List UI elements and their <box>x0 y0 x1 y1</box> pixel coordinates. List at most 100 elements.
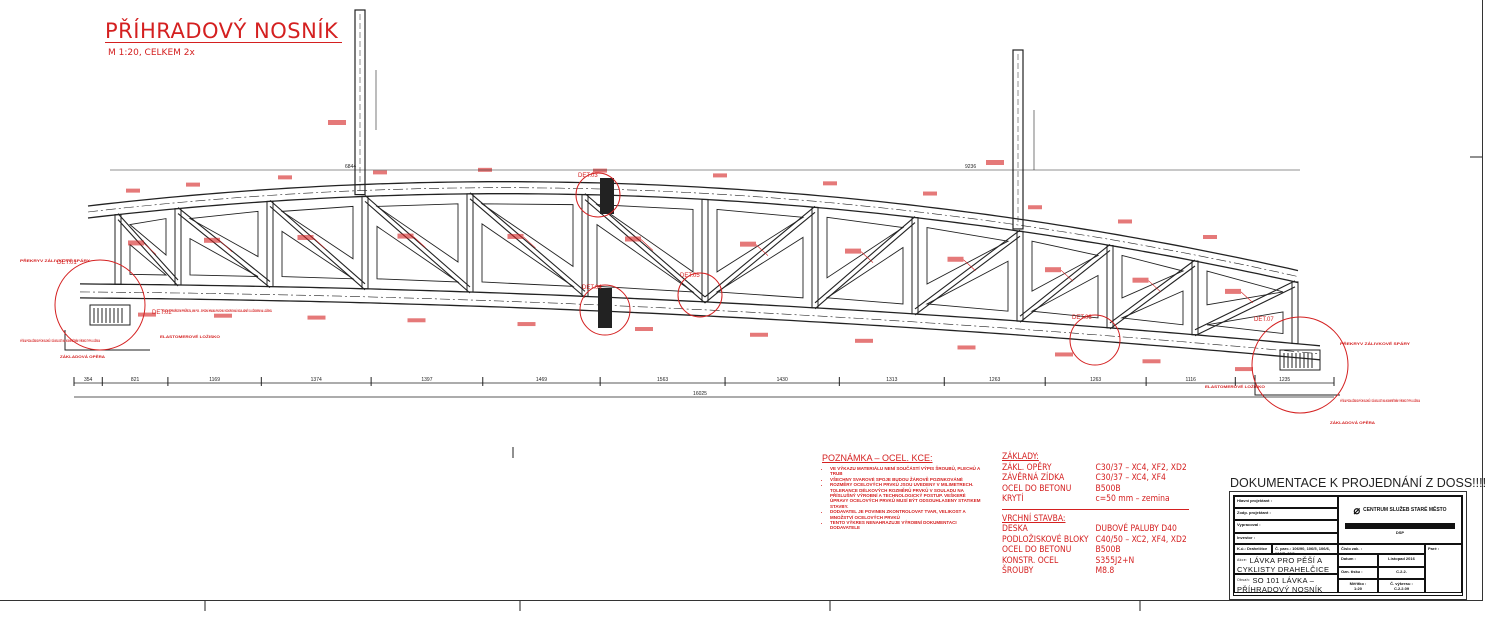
material-value: M8.8 <box>1095 566 1115 576</box>
company-logo: CENTRUM SLUŽEB STARÉ MĚSTO <box>1363 507 1447 513</box>
panel-outline <box>1031 240 1100 292</box>
dimension-value: 1116 <box>1186 377 1197 383</box>
leader-line <box>1240 291 1254 304</box>
dimension-value: 1263 <box>989 377 1000 383</box>
panel-outline <box>715 236 804 299</box>
logo-icon: ⌀ <box>1353 504 1361 517</box>
bottom-label <box>957 345 976 350</box>
node-label <box>593 168 607 173</box>
material-value: B500B <box>1095 545 1121 555</box>
panel-outline <box>716 208 805 273</box>
bearing-block <box>1279 349 1321 371</box>
right-joint-note: PŘEKRYV ZÁLIVKOVÉ SPÁRY <box>1340 341 1410 346</box>
dimension-value: 1263 <box>1090 377 1101 383</box>
member-label <box>845 248 861 254</box>
diagonal-member <box>1019 244 1111 317</box>
splice-plate <box>598 288 612 328</box>
copy-number: Paré : <box>1425 544 1462 593</box>
member-label <box>740 241 756 247</box>
material-value: C40/50 – XC2, XF4, XD2 <box>1095 534 1187 545</box>
node-label <box>373 170 387 175</box>
steel-notes: POZNÁMKA – OCEL. KCE: VE VÝKAZU MATERIÁL… <box>822 453 982 531</box>
bottom-label <box>307 315 326 320</box>
leader-line <box>523 236 536 249</box>
node-label <box>126 188 140 193</box>
panel-outline <box>481 222 575 287</box>
content-label: Obsah: <box>1237 578 1251 582</box>
detail-label: DET.02 <box>152 310 172 316</box>
panel-outline <box>128 218 167 256</box>
material-item: ŠROUBY <box>1002 566 1034 576</box>
top-chord-edge <box>87 181 1299 272</box>
job-number: Číslo zak. : <box>1338 544 1425 554</box>
divider <box>1002 508 1189 510</box>
panel-outline <box>480 203 574 268</box>
top-chord-axis <box>87 187 1299 277</box>
panel-outline <box>1030 274 1099 319</box>
scale-value: 1:20 <box>1353 586 1362 591</box>
dimension-value: 1430 <box>777 377 788 383</box>
upper-dimension: 6844 <box>345 164 356 170</box>
upper-dimension: 9236 <box>965 164 976 170</box>
material-item: OCEL DO BETONU <box>1002 483 1072 494</box>
action-name: LÁVKA PRO PĚŠÍ A CYKLISTY DRAHELČICE <box>1237 556 1330 574</box>
vertical-member <box>361 195 369 290</box>
detail-circle <box>677 272 723 318</box>
right-abutment-note: ZÁKLADOVÁ OPĚRA <box>1330 420 1375 425</box>
dimension-total: 16025 <box>693 391 707 397</box>
drawing-number-label: Č. výkresu : <box>1390 581 1413 586</box>
material-value: C30/37 – XC4, XF2, XD2 <box>1095 462 1187 473</box>
bottom-label <box>1235 367 1253 372</box>
lamp-mast <box>1012 49 1024 230</box>
note-item: DODAVATEL JE POVINEN ZKONTROLOVAT TVAR, … <box>830 509 982 520</box>
detail-circle <box>54 259 146 351</box>
diagonal-member <box>1194 286 1296 337</box>
diagonal-member <box>584 199 706 304</box>
note-item: VŠECHNY SVAROVÉ SPOJE BUDOU ŽÁROVĚ POZIN… <box>830 477 982 482</box>
leader-line <box>640 239 654 251</box>
note-item: VE VÝKAZU MATERIÁLU NENÍ SOUČÁSTÍ VÝPIS … <box>830 466 982 477</box>
bottom-label <box>138 312 156 317</box>
dimension-value: 1313 <box>886 377 897 383</box>
responsible-designer: Zodp. projektant : <box>1234 508 1338 520</box>
detail-label: DET.05 <box>680 273 700 279</box>
left-bearing-note: ELASTOMEROVÉ LOŽISKO <box>160 334 220 339</box>
dimension-value: 1169 <box>209 377 220 383</box>
bottom-label <box>750 332 768 337</box>
panel-outline <box>376 225 460 283</box>
material-item: DESKA <box>1002 524 1028 534</box>
node-label <box>1028 205 1042 210</box>
member-label <box>128 240 144 246</box>
content-name: SO 101 LÁVKA – PŘÍHRADOVÝ NOSNÍK <box>1237 576 1323 593</box>
action-label: Akce: <box>1237 558 1248 562</box>
drawing-number-cell: Č. výkresu :C.2.2.09 <box>1378 579 1425 593</box>
material-value: C30/37 – XC4, XF4 <box>1095 473 1166 483</box>
superstructure-heading: VRCHNÍ STAVBA: <box>1002 513 1066 524</box>
material-item: KONSTR. OCEL <box>1002 555 1059 566</box>
left-block-note: VÝŠKA PODLOŽISKOVÝCH BLOKŮ V ZÁVISLOSTI … <box>20 338 100 343</box>
vertical-member <box>701 198 709 303</box>
detail-circle <box>579 284 631 336</box>
mast-label <box>328 120 346 125</box>
node-label <box>713 173 727 178</box>
panel-outline <box>595 204 694 273</box>
abutment-outline <box>64 330 150 351</box>
diagonal-member <box>914 235 1021 316</box>
member-label <box>397 233 414 239</box>
dimension-value: 1563 <box>657 377 668 383</box>
bottom-label <box>407 318 426 323</box>
panel-outline <box>825 246 904 305</box>
left-joint-note: PŘEKRYV ZÁLIVKOVÉ SPÁRY <box>20 258 90 263</box>
title-block: Hlavní projektant : Zodp. projektant : V… <box>1229 491 1467 600</box>
dimension-value: 1235 <box>1279 377 1290 383</box>
vertical-member <box>266 200 274 288</box>
vertical-member <box>114 214 122 285</box>
bottom-label <box>635 327 653 332</box>
node-label <box>186 182 200 187</box>
material-row: ŠROUBY M8.8 <box>1002 566 1198 577</box>
lamp-mast <box>354 9 366 196</box>
bearing-block <box>89 304 131 326</box>
